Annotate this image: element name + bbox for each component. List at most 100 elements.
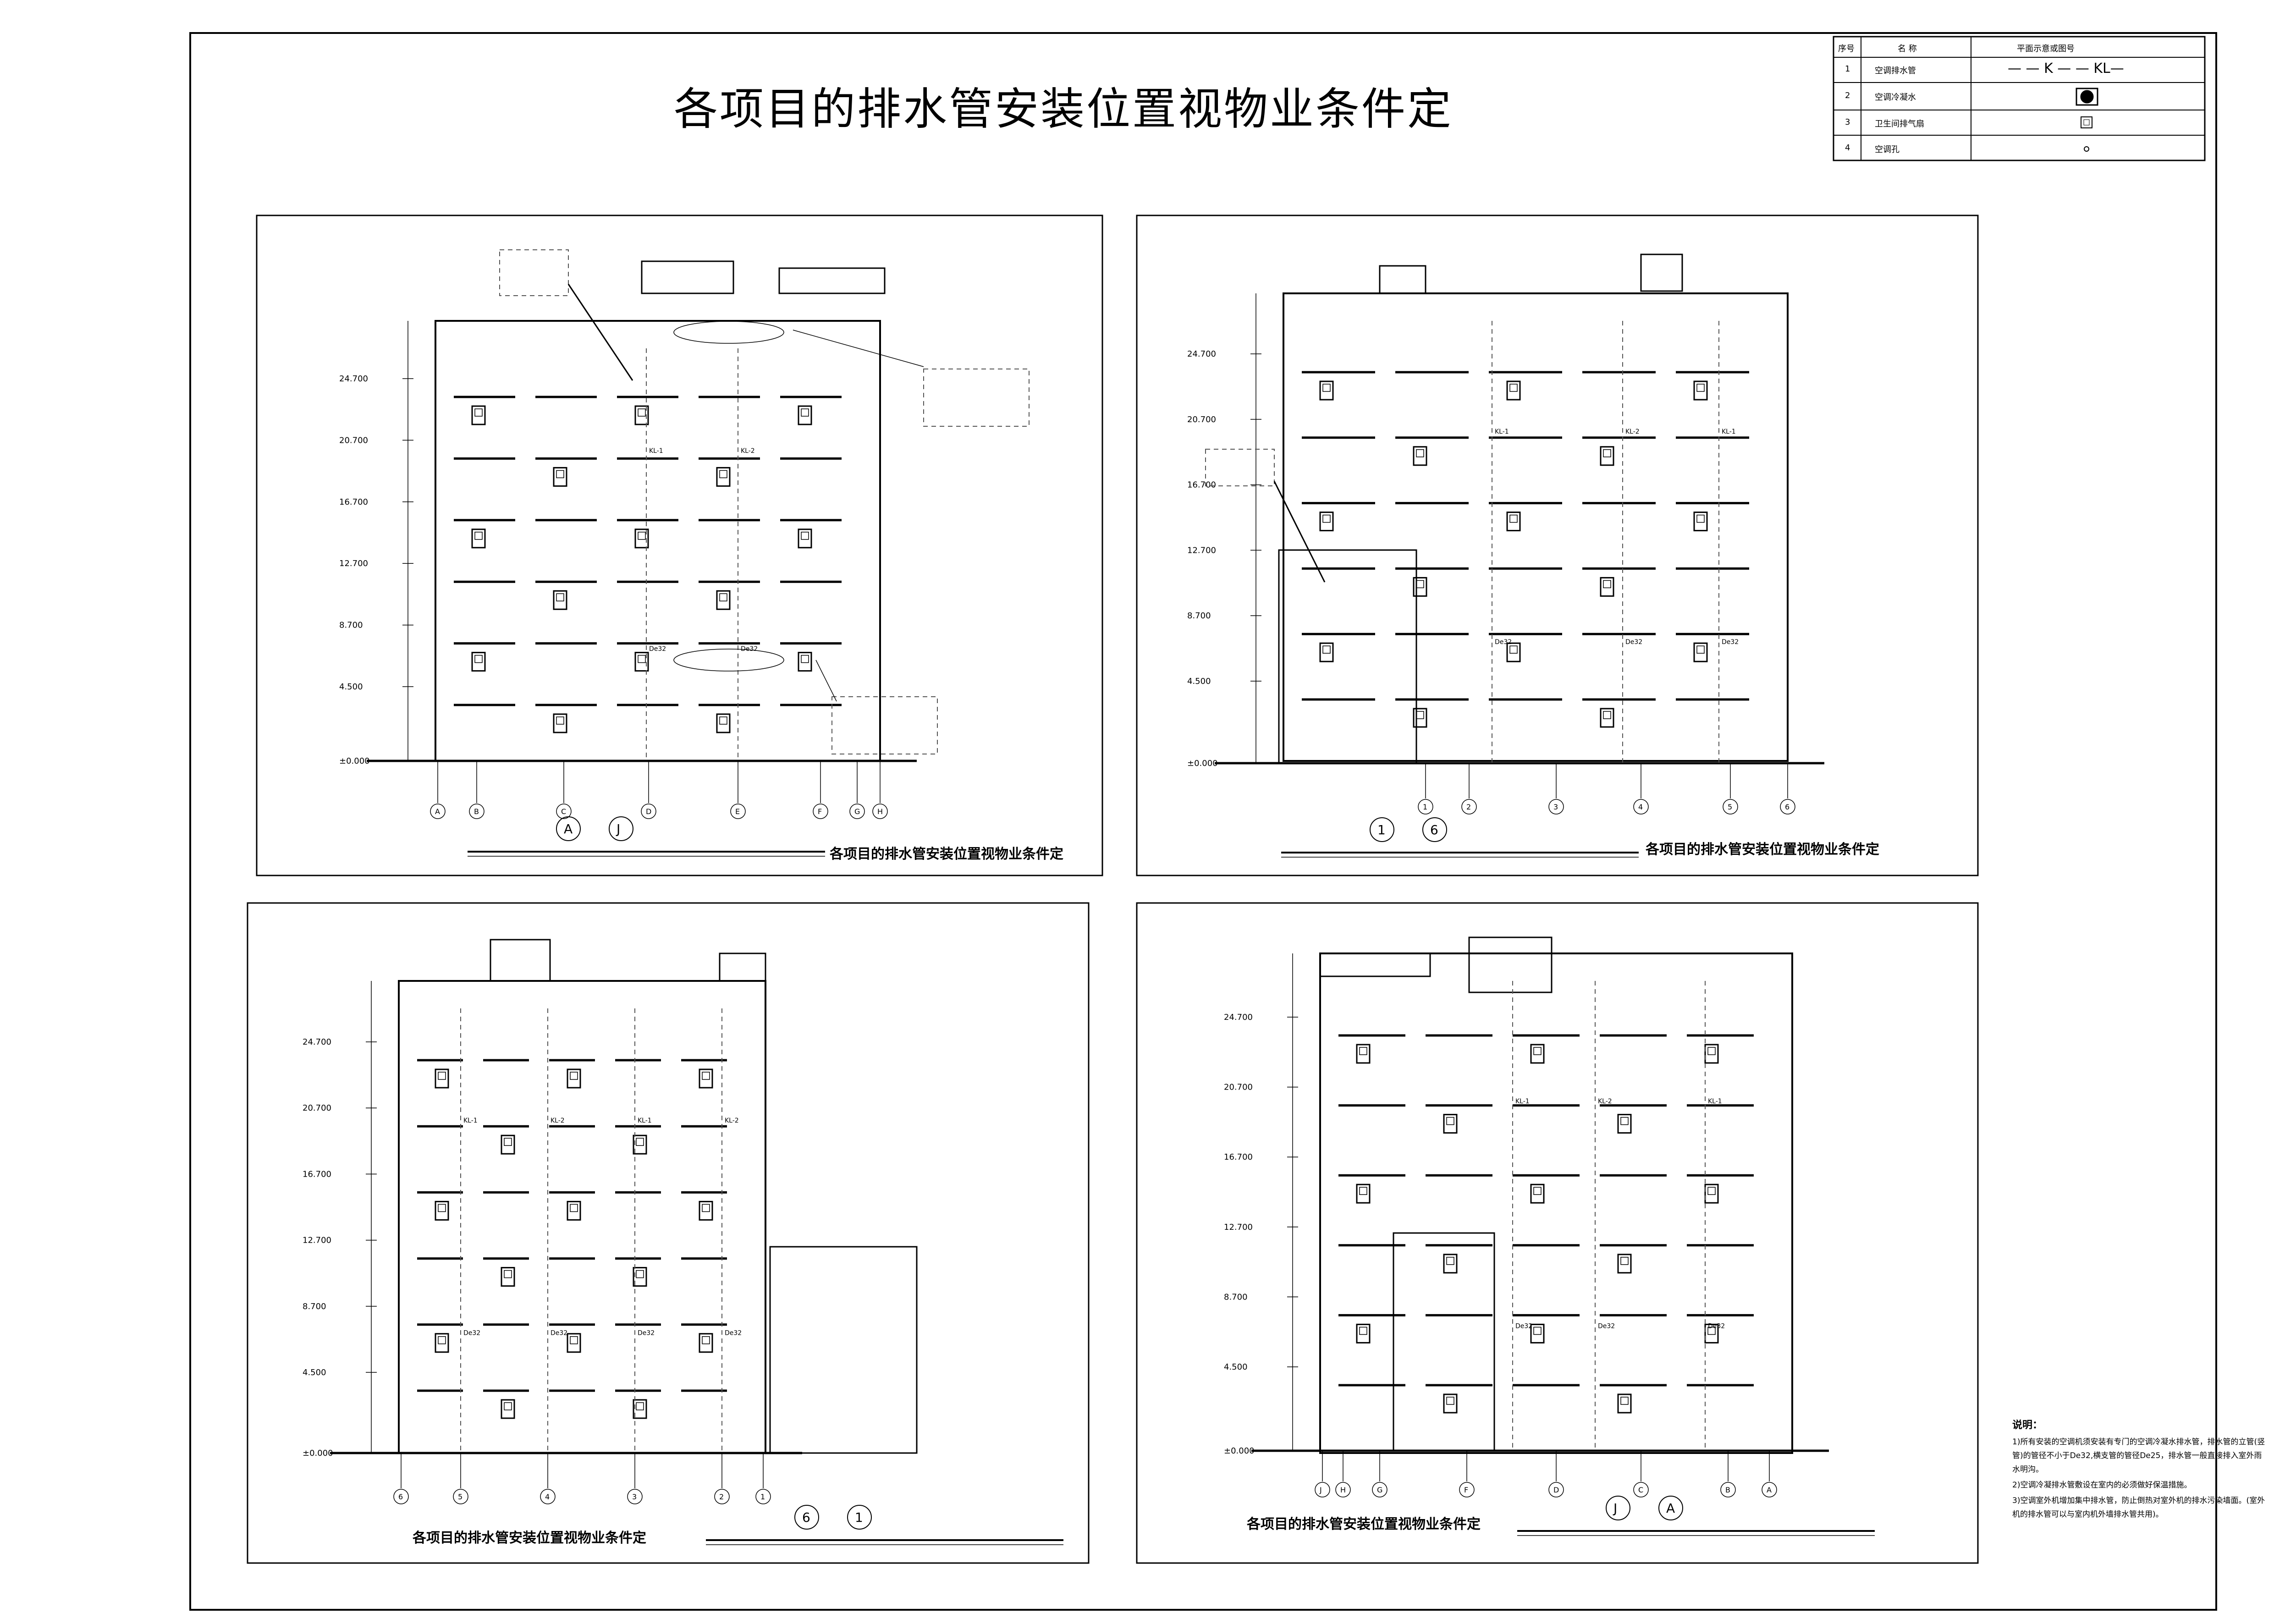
panel-4-axis-label: B [1725, 1486, 1730, 1494]
panel-2-axis-label: 5 [1728, 803, 1732, 811]
panel-3-frame [247, 902, 1090, 1564]
panel-3-ac-vent [702, 1204, 710, 1212]
legend-row-1-name: 空调排水管 [1875, 66, 1916, 76]
panel-3-ac-vent [636, 1138, 644, 1146]
panel-2-ac-unit [1693, 642, 1708, 662]
legend-row-1-no: 1 [1845, 64, 1850, 74]
panel-1-ac-vent [719, 716, 727, 725]
panel-1-axis-bubble [849, 804, 865, 819]
panel-1-level-label: 8.700 [339, 621, 363, 630]
elevation-drawings: 24.700 20.700 16.700 12.700 8.700 4.500 ±0.000… [303, 249, 1875, 1545]
panel-2-level-label: 4.500 [1187, 677, 1211, 686]
panel-4-caption: 各项目的排水管安装位置视物业条件定 [1247, 1516, 1481, 1532]
panel-4-frame [1136, 902, 1979, 1564]
panel-1-ac-unit [716, 467, 731, 487]
panel-2-ac-vent [1603, 580, 1611, 589]
panel-1-ground-level-label: ±0.000 [339, 756, 370, 766]
panel-3-axis-bubble [714, 1489, 730, 1504]
panel-2-ac-unit [1600, 446, 1614, 466]
note-item: 1)所有安装的空调机须安装有专门的空调冷凝水排水管，排水管的立管(竖管)的管径不… [2012, 1437, 2265, 1474]
panel-3-view-bubble-label: 6 [802, 1510, 810, 1525]
panel-2-axis-label: 3 [1553, 803, 1558, 811]
panel-1-view-bubble-label: J [616, 821, 620, 837]
panel-2-ac-unit [1693, 380, 1708, 401]
panel-1-view-bubble [609, 816, 633, 841]
leader-line [815, 660, 837, 702]
legend-row-4-no: 4 [1845, 143, 1850, 153]
panel-4-pipe-label: KL-1 [1708, 1098, 1722, 1105]
panel-4-pipe-label: KL-2 [1598, 1098, 1612, 1105]
panel-2-ac-unit [1506, 642, 1521, 662]
panel-3-pipe-label: KL-2 [551, 1117, 565, 1124]
panel-4-ac-unit [1356, 1044, 1371, 1064]
legend-row-2-no: 2 [1845, 91, 1850, 100]
panel-3-pipe-size-label: De32 [638, 1330, 655, 1337]
panel-2-level-label: 12.700 [1187, 545, 1216, 555]
panel-2-ac-unit [1600, 577, 1614, 597]
panel-2-pipe-label: KL-1 [1722, 428, 1736, 435]
panel-3-level-label: 20.700 [303, 1103, 331, 1113]
panel-4-view-bubble-label: A [1666, 1501, 1675, 1516]
panel-3-roof-structure [719, 952, 766, 982]
panel-1-ac-vent [474, 655, 483, 663]
panel-3-ac-vent [702, 1336, 710, 1344]
panel-1-view-bubble-label: A [564, 821, 573, 837]
panel-2-ac-unit [1319, 380, 1334, 401]
panel-2-view-bubble [1370, 817, 1394, 842]
panel-3-level-label: 24.700 [303, 1037, 331, 1047]
panel-1-axis-label: G [854, 807, 860, 816]
panel-2-ac-unit [1413, 577, 1427, 597]
panel-4-podium-block [1393, 1232, 1495, 1452]
panel-2-ac-unit [1319, 642, 1334, 662]
panel-2-ac-vent [1603, 711, 1611, 719]
panel-4-building-outline [1319, 952, 1793, 1454]
panel-1-axis-label: B [474, 807, 479, 816]
panel-2-roof-structure [1640, 253, 1683, 292]
panel-1-roof-structure [778, 267, 886, 294]
panel-4-level-label: 12.700 [1224, 1222, 1253, 1232]
panel-1-ac-unit [716, 713, 731, 733]
panel-1-ac-unit [553, 467, 567, 487]
panel-3-axis-label: 3 [632, 1492, 637, 1501]
panel-2-level-label: 16.700 [1187, 480, 1216, 490]
legend-header-name: 名 称 [1898, 44, 1917, 54]
panel-1-ac-unit [553, 590, 567, 610]
legend-row-2-name: 空调冷凝水 [1875, 93, 1916, 102]
panel-2-ac-vent [1322, 384, 1331, 392]
panel-1-axis-bubble [730, 804, 746, 819]
panel-3-podium-block [769, 1246, 918, 1454]
panel-2-ac-vent [1416, 711, 1424, 719]
panel-3-ac-unit [567, 1333, 581, 1353]
panel-2-pipe-label: KL-2 [1625, 428, 1640, 435]
panel-2-axis-bubble [1418, 799, 1433, 815]
panel-3-view-bubble [847, 1505, 872, 1530]
panel-4-axis-label: J [1319, 1486, 1322, 1494]
panel-4-pipe-size-label: De32 [1708, 1323, 1725, 1330]
notes-heading: 说明： [2012, 1420, 2043, 1431]
panel-4-axis-bubble [1335, 1482, 1351, 1497]
highlight-ellipse [673, 321, 784, 344]
panel-3-level-label: 8.700 [303, 1302, 326, 1311]
panel-3-ac-unit [633, 1134, 647, 1155]
panel-4-pipe-label: KL-1 [1515, 1098, 1530, 1105]
panel-4-ac-vent [1446, 1257, 1454, 1265]
panel-1-ac-unit [634, 652, 649, 672]
legend-row-1-symbol: — — K — — KL— [2008, 61, 2124, 77]
legend-header-no: 序号 [1838, 44, 1855, 54]
panel-1-ac-unit [553, 713, 567, 733]
panel-2-ac-vent [1416, 580, 1424, 589]
panel-2-frame [1136, 215, 1979, 876]
panel-4-ac-unit [1530, 1323, 1545, 1343]
panel-3-axis-label: 4 [545, 1492, 550, 1501]
panel-2-axis-bubble [1633, 799, 1649, 815]
panel-4-ac-unit [1617, 1254, 1632, 1274]
panel-3-ac-unit [567, 1200, 581, 1221]
panel-2-pipe-label: KL-1 [1495, 428, 1509, 435]
panel-3-pipe-size-label: De32 [551, 1330, 567, 1337]
panel-1-level-label: 20.700 [339, 435, 368, 445]
panel-2-ac-vent [1603, 449, 1611, 457]
panel-2-ground-level-label: ±0.000 [1187, 759, 1218, 768]
panel-1-ac-vent [638, 655, 646, 663]
panel-1-ac-vent [801, 655, 809, 663]
panel-4-ac-vent [1446, 1397, 1454, 1405]
